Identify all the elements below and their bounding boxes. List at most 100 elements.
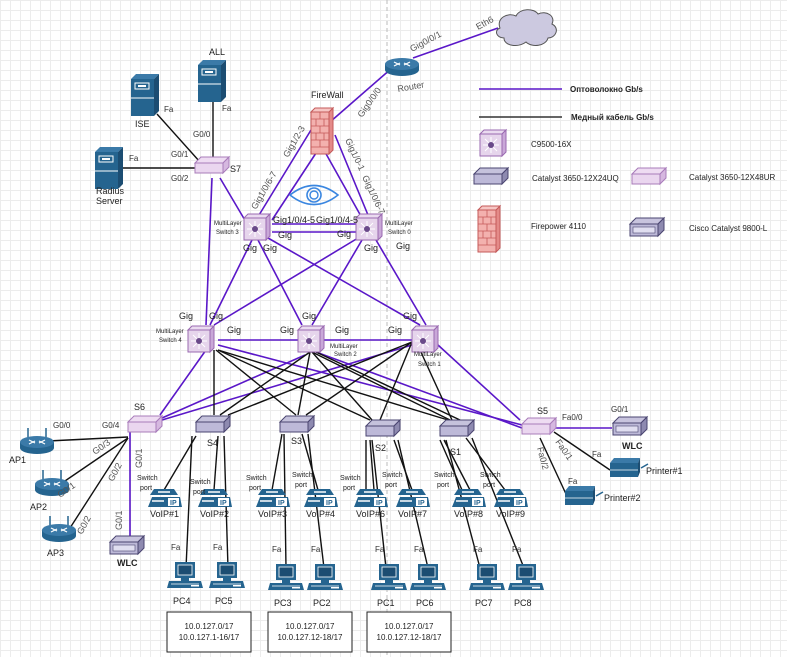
legend-cat9800-label: Cisco Catalyst 9800-L xyxy=(689,224,768,233)
voip-phone[interactable] xyxy=(395,488,431,508)
voip-phone[interactable] xyxy=(451,488,487,508)
ml3-gig-1: Gig xyxy=(278,230,292,240)
ml4-gig-1: Gig xyxy=(179,311,193,321)
switch-s6[interactable] xyxy=(127,415,163,433)
s5-port-printer1: Fa0/1 xyxy=(553,437,574,462)
pc[interactable] xyxy=(370,563,408,591)
link-ml0-ml4 xyxy=(213,237,359,326)
legend-c9500-icon xyxy=(479,129,507,157)
server-radius-port: Fa xyxy=(129,154,139,163)
switch-s4[interactable] xyxy=(195,415,231,433)
router[interactable] xyxy=(384,57,420,77)
voip-phone[interactable] xyxy=(303,488,339,508)
firewall[interactable] xyxy=(310,107,334,155)
ap-3[interactable] xyxy=(42,516,76,542)
pc-port-label: Fa xyxy=(213,543,223,552)
legend-cat3650-24-label: Catalyst 3650-12X24UQ xyxy=(532,174,619,183)
ml3-ml0-port-a: Gig1/0/4-5 xyxy=(273,215,315,225)
link-ml3-ml4 xyxy=(209,239,253,326)
pc[interactable] xyxy=(166,561,204,589)
subnet-2-line1: 10.0.127.0/17 xyxy=(286,622,335,631)
subnet-3-line1: 10.0.127.0/17 xyxy=(385,622,434,631)
voip-phone[interactable] xyxy=(353,488,389,508)
pc[interactable] xyxy=(507,563,545,591)
switch-port-label: Switch xyxy=(340,475,361,482)
link-ap2-s6 xyxy=(61,437,129,484)
switch-s2[interactable] xyxy=(365,419,401,437)
firewall-port-ml0: Gig1/0-1 xyxy=(343,137,367,173)
switch-s1[interactable] xyxy=(439,419,475,437)
switch-s7[interactable] xyxy=(194,156,230,174)
server-ise-port: Fa xyxy=(164,105,174,114)
s7-port-all: G0/0 xyxy=(193,130,211,139)
voip-label: VoIP#2 xyxy=(200,509,229,519)
server-ise[interactable] xyxy=(130,73,160,117)
s6-port-uplink: G0/4 xyxy=(102,421,120,430)
ml-switch-1-label-1: MultiLayer xyxy=(414,352,442,358)
link-s5-printer1 xyxy=(553,431,611,471)
firewall-label: FireWall xyxy=(311,90,344,100)
voip-label: VoIP#7 xyxy=(398,509,427,519)
ml2-gig-1: Gig xyxy=(280,325,294,335)
s5-port-printer2: Fa0/2 xyxy=(535,446,551,471)
switch-port-label: Switch xyxy=(382,472,403,479)
wlc-1-label: WLC xyxy=(117,558,138,568)
switch-port-label: Switch xyxy=(190,479,211,486)
pc[interactable] xyxy=(468,563,506,591)
switch-s7-label: S7 xyxy=(230,164,241,174)
switch-s4-label: S4 xyxy=(207,438,218,448)
pc[interactable] xyxy=(208,561,246,589)
pc-port-label: Fa xyxy=(473,545,483,554)
printer-2[interactable] xyxy=(564,485,604,506)
link-ap1-s6 xyxy=(47,436,129,442)
voip-phone[interactable] xyxy=(493,488,529,508)
switch-port-label: Switch xyxy=(480,472,501,479)
switch-port-label: port xyxy=(295,482,307,489)
legend-cat3650-48-icon xyxy=(631,167,667,185)
pc-port-label: Fa xyxy=(171,543,181,552)
printer-1[interactable] xyxy=(609,457,649,478)
link-router-firewall xyxy=(329,67,393,123)
wlc-1[interactable] xyxy=(109,535,145,555)
server-radius[interactable] xyxy=(94,146,124,190)
ml-switch-0-label-2: Switch 0 xyxy=(388,230,411,236)
switch-port-label: port xyxy=(385,482,397,489)
switch-s5[interactable] xyxy=(521,417,557,435)
ml-switch-4-label-1: MultiLayer xyxy=(156,329,184,335)
server-ise-label: ISE xyxy=(135,119,150,129)
ml-switch-1[interactable] xyxy=(411,325,439,353)
link-fw-ml3-b xyxy=(271,149,319,221)
internet-cloud[interactable] xyxy=(496,9,557,46)
ap-1[interactable] xyxy=(20,428,54,454)
ml-switch-3[interactable] xyxy=(243,213,271,241)
pc[interactable] xyxy=(306,563,344,591)
ml-switch-2[interactable] xyxy=(297,325,325,353)
legend-cat3650-24-icon xyxy=(473,167,509,185)
switch-s3-label: S3 xyxy=(291,436,302,446)
printer-2-label: Printer#2 xyxy=(604,493,641,503)
ml4-gig-2: Gig xyxy=(209,311,223,321)
switch-s3[interactable] xyxy=(279,415,315,433)
pc[interactable] xyxy=(409,563,447,591)
legend-copper-label: Медный кабель Gb/s xyxy=(571,113,654,122)
router-label: Router xyxy=(397,79,425,94)
ml-switch-0[interactable] xyxy=(355,213,383,241)
ml1-gig-2: Gig xyxy=(403,311,417,321)
ap-1-label: AP1 xyxy=(9,455,26,465)
pc[interactable] xyxy=(267,563,305,591)
ml-switch-0-label-1: MultiLayer xyxy=(385,221,413,227)
voip-label: VoIP#3 xyxy=(258,509,287,519)
wlc-2[interactable] xyxy=(612,416,648,436)
switch-port-label: port xyxy=(140,485,152,492)
ml-switch-4[interactable] xyxy=(187,325,215,353)
legend-fiber-label: Оптоволокно Gb/s xyxy=(570,85,643,94)
printer-2-port: Fa xyxy=(568,477,578,486)
voip-phone[interactable] xyxy=(147,488,183,508)
pc-label: PC3 xyxy=(274,598,292,608)
ml-switch-2-label-1: MultiLayer xyxy=(330,344,358,350)
link-ml1-s5 xyxy=(437,344,521,421)
server-all[interactable] xyxy=(197,59,227,103)
ml-switch-3-label-1: MultiLayer xyxy=(214,221,242,227)
switch-port-label: port xyxy=(437,482,449,489)
